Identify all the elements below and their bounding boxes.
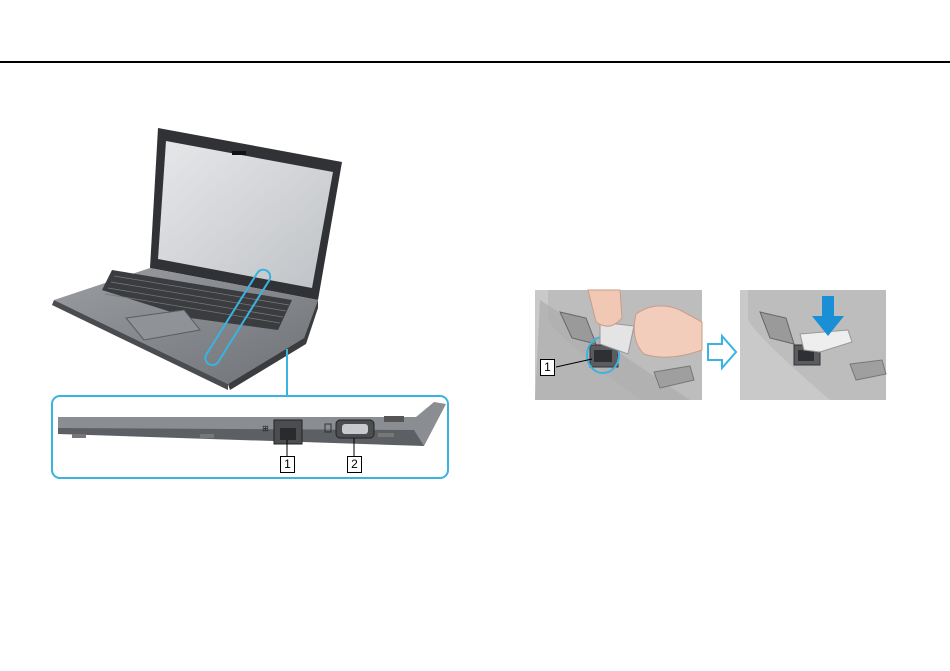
photo-callout-1: 1: [540, 359, 555, 376]
side-view-illustration: ⊞: [58, 402, 446, 446]
outline-right-arrow-icon: [708, 336, 736, 368]
photo-step-1: [535, 290, 702, 400]
photo-step-2: [740, 290, 886, 400]
network-icon: ⊞: [262, 424, 269, 433]
webcam: [232, 151, 246, 155]
callout-2: 2: [347, 456, 362, 473]
laptop-illustration: [52, 128, 342, 390]
callout-1: 1: [280, 456, 295, 473]
